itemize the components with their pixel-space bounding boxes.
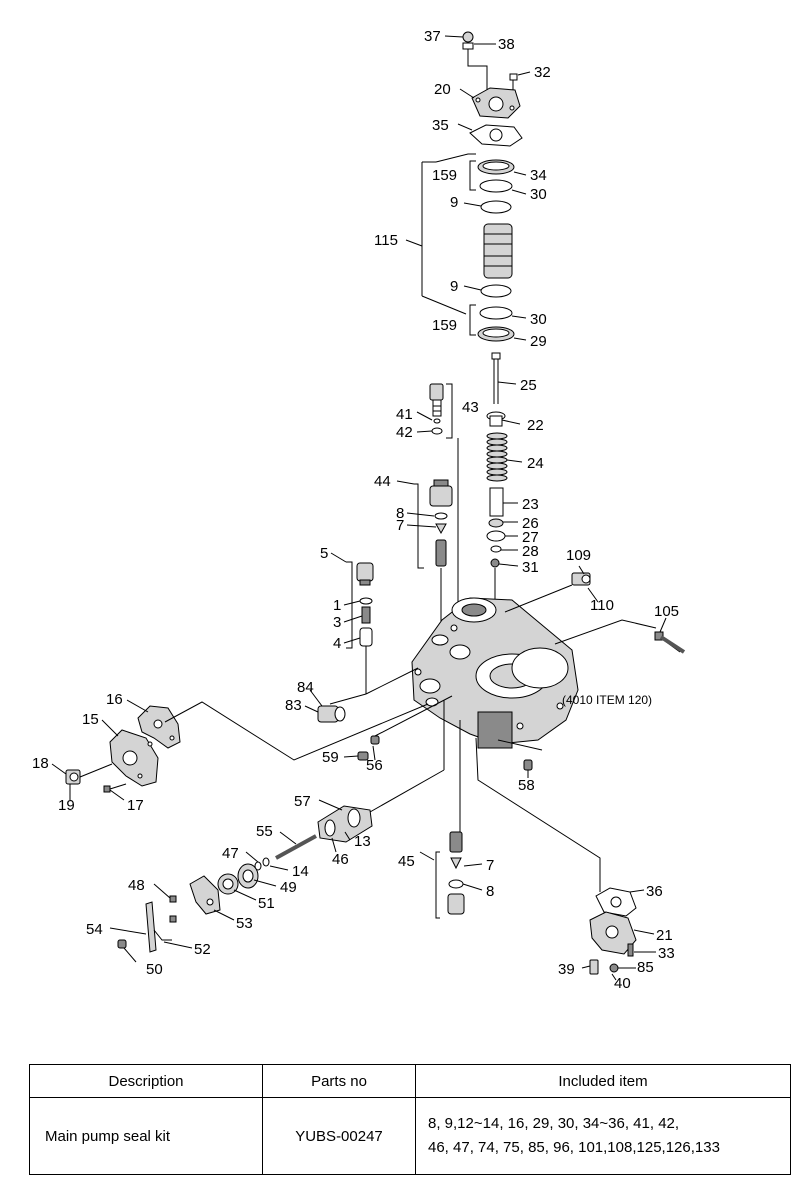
- cell-parts-no: YUBS-00247: [262, 1097, 416, 1175]
- callout-50: 50: [146, 961, 163, 978]
- pump-housing: [411, 597, 579, 749]
- callout-43: 43: [462, 399, 479, 416]
- callout-45: 45: [398, 853, 415, 870]
- callout-36: 36: [646, 883, 663, 900]
- callout-31: 31: [522, 559, 539, 576]
- included-item-line-2: 46, 47, 74, 75, 85, 96, 101,108,125,126,…: [428, 1139, 720, 1156]
- callout-35: 35: [432, 117, 449, 134]
- right-fittings: [504, 572, 686, 654]
- callout-40: 40: [614, 975, 631, 992]
- callout-46: 46: [332, 851, 349, 868]
- callout-17: 17: [127, 797, 144, 814]
- callout-3: 3: [333, 614, 341, 631]
- note-4010-item-120: (4010 ITEM 120): [562, 693, 652, 707]
- callout-28: 28: [522, 543, 539, 560]
- callout-32: 32: [534, 64, 551, 81]
- callout-34: 34: [530, 167, 547, 184]
- callout-59: 59: [322, 749, 339, 766]
- callout-52: 52: [194, 941, 211, 958]
- callout-24: 24: [527, 455, 544, 472]
- callout-115: 115: [374, 232, 398, 249]
- callout-44: 44: [374, 473, 391, 490]
- bottom-right-cover: [475, 737, 637, 975]
- callout-84: 84: [297, 679, 314, 696]
- table-header-row: Description Parts no Included item: [29, 1064, 791, 1098]
- callout-14: 14: [292, 863, 309, 880]
- callout-39: 39: [558, 961, 575, 978]
- spring-24: [486, 432, 508, 482]
- relief-valves: [346, 383, 459, 694]
- callout-15: 15: [82, 711, 99, 728]
- callout-22: 22: [527, 417, 544, 434]
- callout-13: 13: [354, 833, 371, 850]
- callout-labels: 37 38 32 20 35 34 159 30 9 115 9 30 159 …: [32, 28, 679, 992]
- callout-47: 47: [222, 845, 239, 862]
- callout-53: 53: [236, 915, 253, 932]
- callout-7-top: 7: [396, 517, 404, 534]
- callout-1: 1: [333, 597, 341, 614]
- callout-4: 4: [333, 635, 341, 652]
- callout-30-top: 30: [530, 186, 547, 203]
- callout-8-top: 8: [396, 505, 404, 522]
- callout-20: 20: [434, 81, 451, 98]
- lower-valve: [435, 720, 465, 919]
- column-header-included-item: Included item: [415, 1064, 791, 1098]
- callout-38: 38: [498, 36, 515, 53]
- callout-109: 109: [566, 547, 591, 564]
- callout-30-low: 30: [530, 311, 547, 328]
- callout-51: 51: [258, 895, 275, 912]
- seal-kit-table: Description Parts no Included item Main …: [29, 1064, 791, 1175]
- column-header-parts-no: Parts no: [262, 1064, 416, 1098]
- callout-9-top: 9: [450, 194, 458, 211]
- callout-41: 41: [396, 406, 413, 423]
- callout-16: 16: [106, 691, 123, 708]
- callout-55: 55: [256, 823, 273, 840]
- callout-57: 57: [294, 793, 311, 810]
- callout-7-low: 7: [486, 857, 494, 874]
- callout-33: 33: [658, 945, 675, 962]
- top-cover-group: [421, 31, 523, 342]
- mid-left-fittings: [317, 667, 453, 761]
- callout-9-low: 9: [450, 278, 458, 295]
- callout-83: 83: [285, 697, 302, 714]
- callout-37: 37: [424, 28, 441, 45]
- callout-48: 48: [128, 877, 145, 894]
- callout-58: 58: [518, 777, 535, 794]
- callout-8-low: 8: [486, 883, 494, 900]
- callout-21: 21: [656, 927, 673, 944]
- callout-19: 19: [58, 797, 75, 814]
- cell-included-item: 8, 9,12~14, 16, 29, 30, 34~36, 41, 42, 4…: [415, 1097, 791, 1175]
- spool-assembly: [237, 700, 445, 889]
- callout-26: 26: [522, 515, 539, 532]
- callout-85: 85: [637, 959, 654, 976]
- callout-5: 5: [320, 545, 328, 562]
- callout-110: 110: [590, 597, 614, 614]
- callout-49: 49: [280, 879, 297, 896]
- callout-42: 42: [396, 424, 413, 441]
- callout-27: 27: [522, 529, 539, 546]
- column-header-description: Description: [29, 1064, 263, 1098]
- callout-54: 54: [86, 921, 103, 938]
- callout-159-top: 159: [432, 167, 457, 184]
- lever-assembly: [117, 873, 239, 953]
- callout-23: 23: [522, 496, 539, 513]
- callout-159-low: 159: [432, 317, 457, 334]
- callout-105: 105: [654, 603, 679, 620]
- callout-56: 56: [366, 757, 383, 774]
- regulator-column: [486, 352, 508, 660]
- included-item-line-1: 8, 9,12~14, 16, 29, 30, 34~36, 41, 42,: [428, 1115, 680, 1132]
- table-row: Main pump seal kit YUBS-00247 8, 9,12~14…: [29, 1097, 791, 1175]
- callout-18: 18: [32, 755, 49, 772]
- cell-description: Main pump seal kit: [29, 1097, 263, 1175]
- callout-25: 25: [520, 377, 537, 394]
- parts-diagram: 37 38 32 20 35 34 159 30 9 115 9 30 159 …: [32, 28, 686, 992]
- left-plates: [65, 701, 429, 793]
- callout-leaders: [51, 35, 667, 981]
- callout-29: 29: [530, 333, 547, 350]
